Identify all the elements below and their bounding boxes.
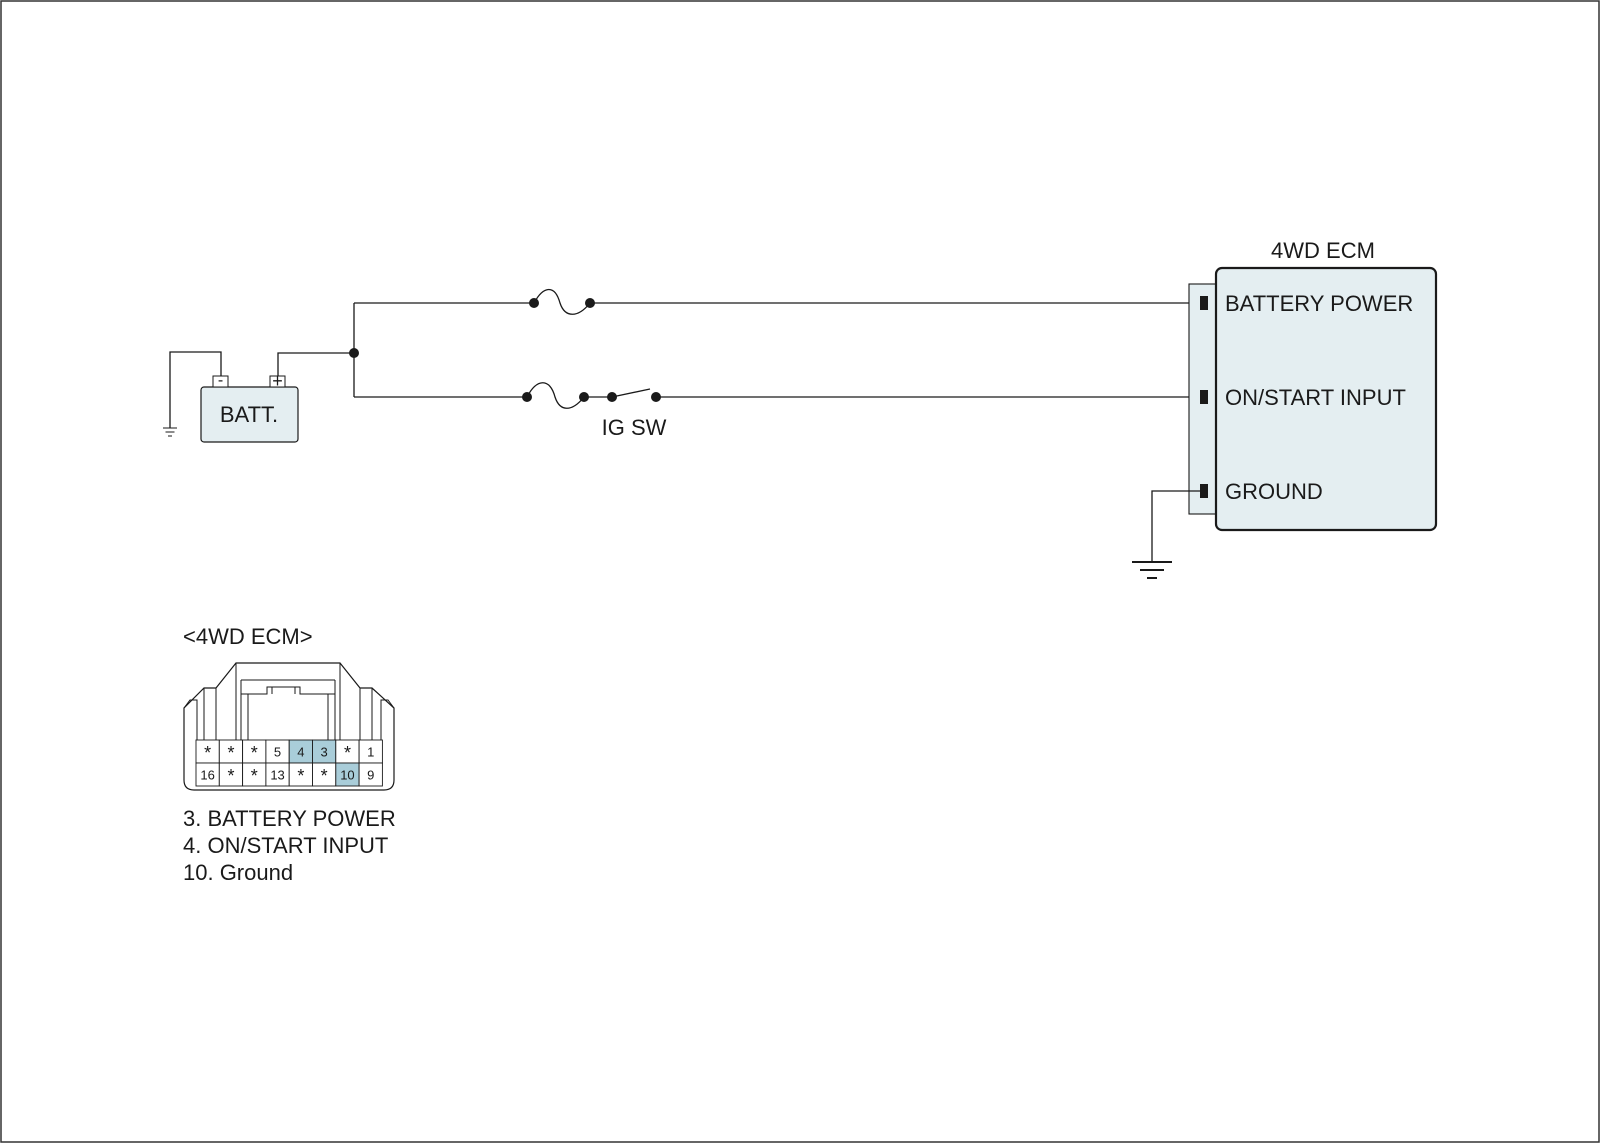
battery-label: BATT.: [220, 402, 278, 427]
connector-pin-label: 10: [340, 768, 354, 783]
ecm-terminal-label: GROUND: [1225, 479, 1323, 504]
connector-pin-label: *: [251, 766, 258, 786]
battery-ground-wire: [169, 351, 222, 428]
battery-positive-wire: [277, 352, 354, 376]
fuse-2-icon: [526, 382, 585, 409]
ig-switch-blade: [611, 388, 651, 398]
connector-pin-label: 13: [270, 768, 284, 783]
on-start-circuit: IG SW: [354, 382, 1207, 440]
battery-ground-icon: [163, 427, 177, 437]
connector-latch: [235, 663, 341, 740]
battery-body: [200, 386, 299, 443]
connector-pin-label: *: [297, 766, 304, 786]
ecm-terminal-on-start: [1200, 390, 1208, 404]
connector-pin-label: 3: [321, 745, 328, 760]
battery-power-circuit: [354, 288, 1207, 315]
ecm-module: 4WD ECM BATTERY POWER ON/START INPUT GRO…: [1188, 238, 1438, 532]
ecm-ground-wire: [1151, 490, 1200, 562]
connector-pin-label: 4: [297, 745, 304, 760]
ecm-terminal-label: BATTERY POWER: [1225, 291, 1413, 316]
connector-pin-label: *: [251, 743, 258, 763]
connector-pin-label: *: [344, 743, 351, 763]
connector-legend-item: 10. Ground: [183, 860, 293, 885]
connector-pin-label: 16: [200, 768, 214, 783]
ecm-body: [1214, 266, 1438, 532]
connector-pin-label: *: [227, 766, 234, 786]
ig-switch-label: IG SW: [602, 415, 667, 440]
connector-pin-cell: [358, 762, 383, 787]
connector-pin-label: 9: [367, 768, 374, 783]
connector-pin-label: *: [227, 743, 234, 763]
fuse-1-icon: [533, 288, 591, 315]
connector-pin-label: 1: [367, 745, 374, 760]
battery-negative-symbol: -: [218, 372, 223, 389]
ecm-title: 4WD ECM: [1271, 238, 1375, 263]
connector-legend-item: 4. ON/START INPUT: [183, 833, 388, 858]
connector-pin-label: *: [204, 743, 211, 763]
battery-positive-symbol: +: [272, 371, 283, 391]
ecm-terminal-battery-power: [1200, 296, 1208, 310]
ecm-terminal-label: ON/START INPUT: [1225, 385, 1406, 410]
ecm-terminal-ground: [1200, 484, 1208, 498]
connector-pin-label: *: [321, 766, 328, 786]
connector-side-ribs: [183, 688, 395, 740]
ecm-ground-icon: [1132, 561, 1172, 579]
connector-pin-label: 5: [274, 745, 281, 760]
connector-pin-grid: * * * 5 4 3 * 1 16 * * 13 * * 10 9: [195, 739, 383, 787]
connector-legend-item: 3. BATTERY POWER: [183, 806, 396, 831]
battery-negative-terminal: [212, 375, 229, 388]
battery: - + BATT.: [163, 351, 299, 443]
connector-title: <4WD ECM>: [183, 624, 313, 649]
